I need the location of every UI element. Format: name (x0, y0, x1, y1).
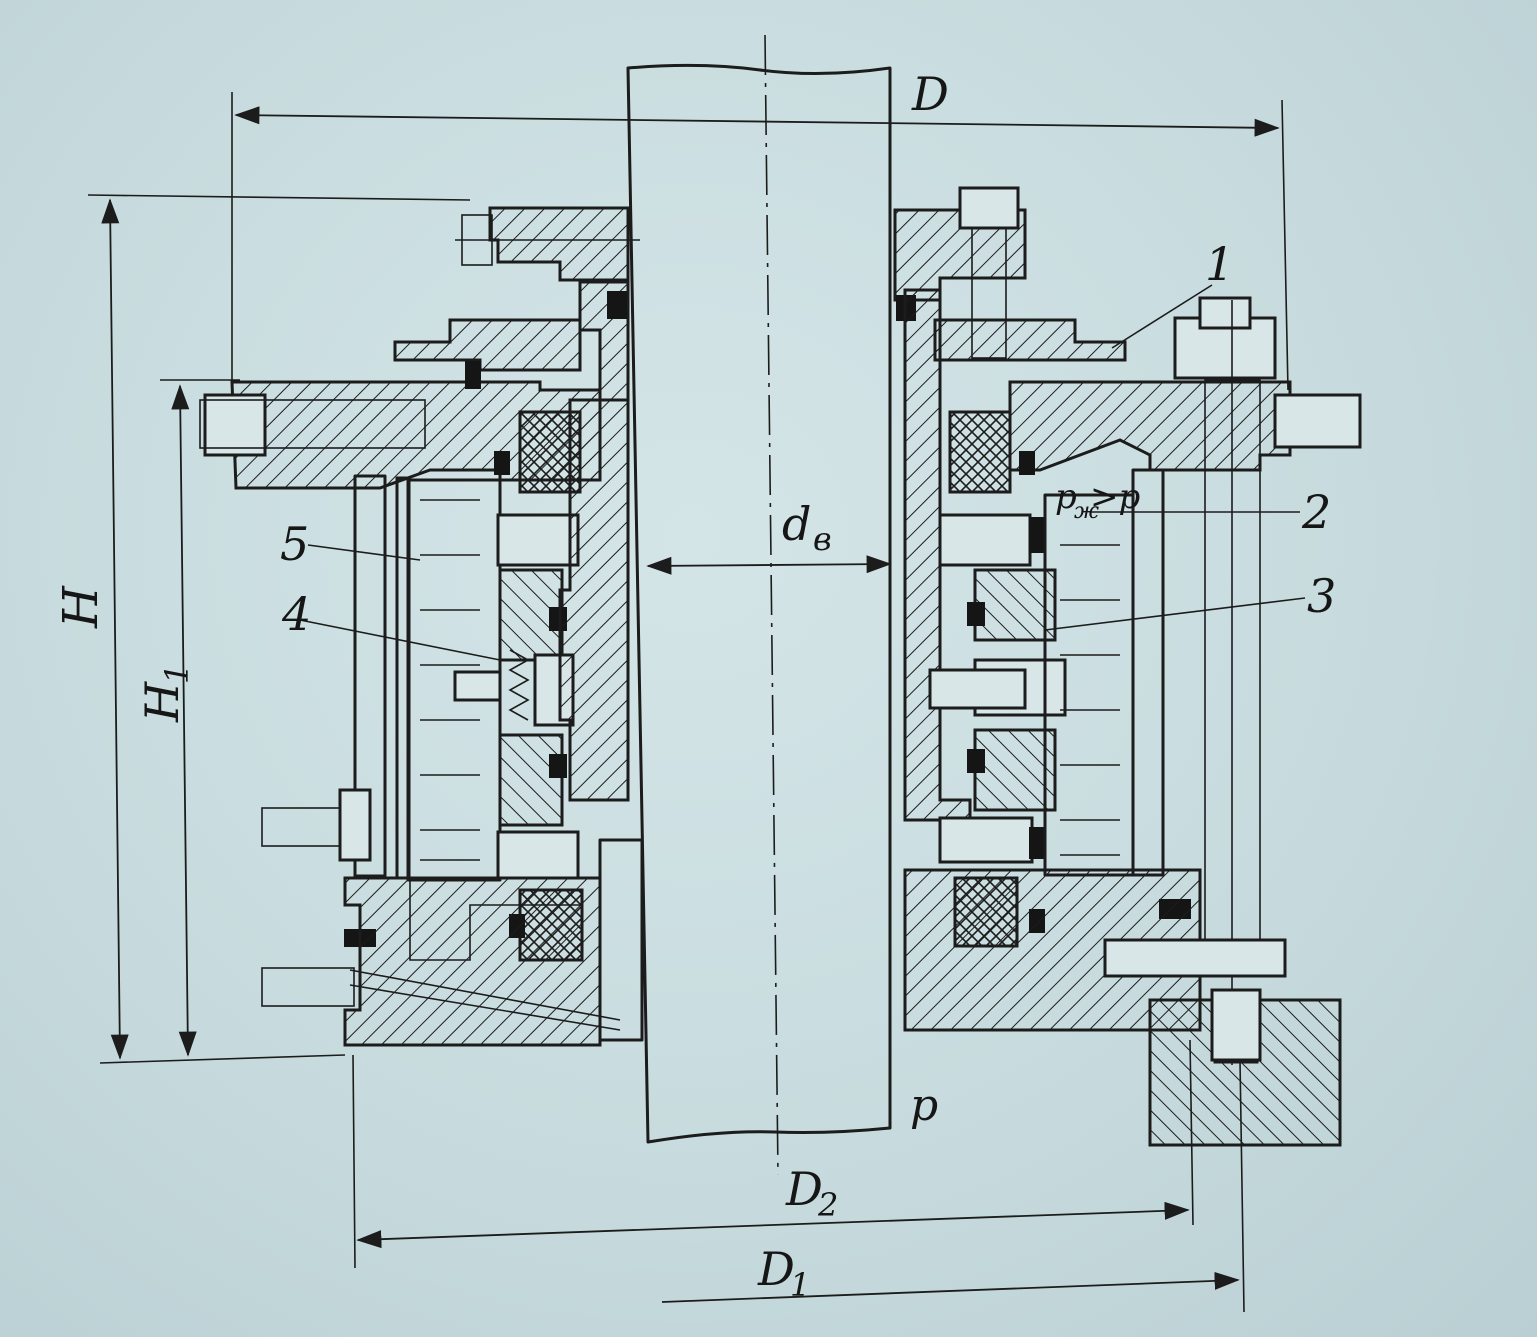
label-dv: d в (782, 497, 832, 558)
left-upper-gland (455, 206, 640, 402)
label-part-2: 2 (1301, 485, 1331, 539)
label-dv-sub: в (813, 520, 832, 558)
label-D1-sub: 1 (790, 1266, 810, 1304)
left-cartridge (261, 398, 644, 1047)
label-H1-main: H (135, 681, 189, 723)
label-D2-sub: 2 (817, 1186, 838, 1224)
label-D2-main: D (785, 1162, 823, 1216)
label-D1: D 1 (757, 1242, 810, 1304)
dimension-D1 (661, 1059, 1245, 1313)
label-H1-sub: 1 (158, 664, 196, 684)
label-H1: H 1 (135, 664, 196, 723)
label-part-5: 5 (280, 517, 309, 571)
label-p: p (910, 1080, 938, 1131)
label-D2: D 2 (785, 1162, 838, 1224)
label-part-3: 3 (1307, 569, 1336, 623)
label-dv-main: d (782, 497, 811, 551)
right-liquid-level-lines (1060, 544, 1120, 856)
dimension-H (87, 194, 471, 1064)
label-part-4: 4 (281, 587, 311, 641)
right-cartridge (903, 288, 1342, 1147)
right-mounting-flange (1008, 296, 1362, 1065)
leader-lines (299, 284, 1306, 661)
label-D: D (911, 67, 949, 121)
dimension-dv (646, 555, 892, 575)
dimension-D2 (352, 1039, 1194, 1269)
center-axis (764, 34, 779, 1176)
label-pressure-rest: >p (1090, 477, 1140, 517)
label-pressure-main: p (1055, 477, 1077, 517)
label-H: H (53, 585, 109, 629)
label-part-1: 1 (1205, 237, 1234, 291)
label-pressure: p ж >p (1055, 477, 1140, 524)
dimension-D (231, 92, 1289, 391)
label-pressure-sub: ж (1074, 499, 1099, 524)
dimension-H1 (160, 379, 240, 1057)
label-D1-main: D (757, 1242, 795, 1296)
left-liquid-level-lines (420, 499, 480, 861)
shaft (626, 63, 892, 1144)
